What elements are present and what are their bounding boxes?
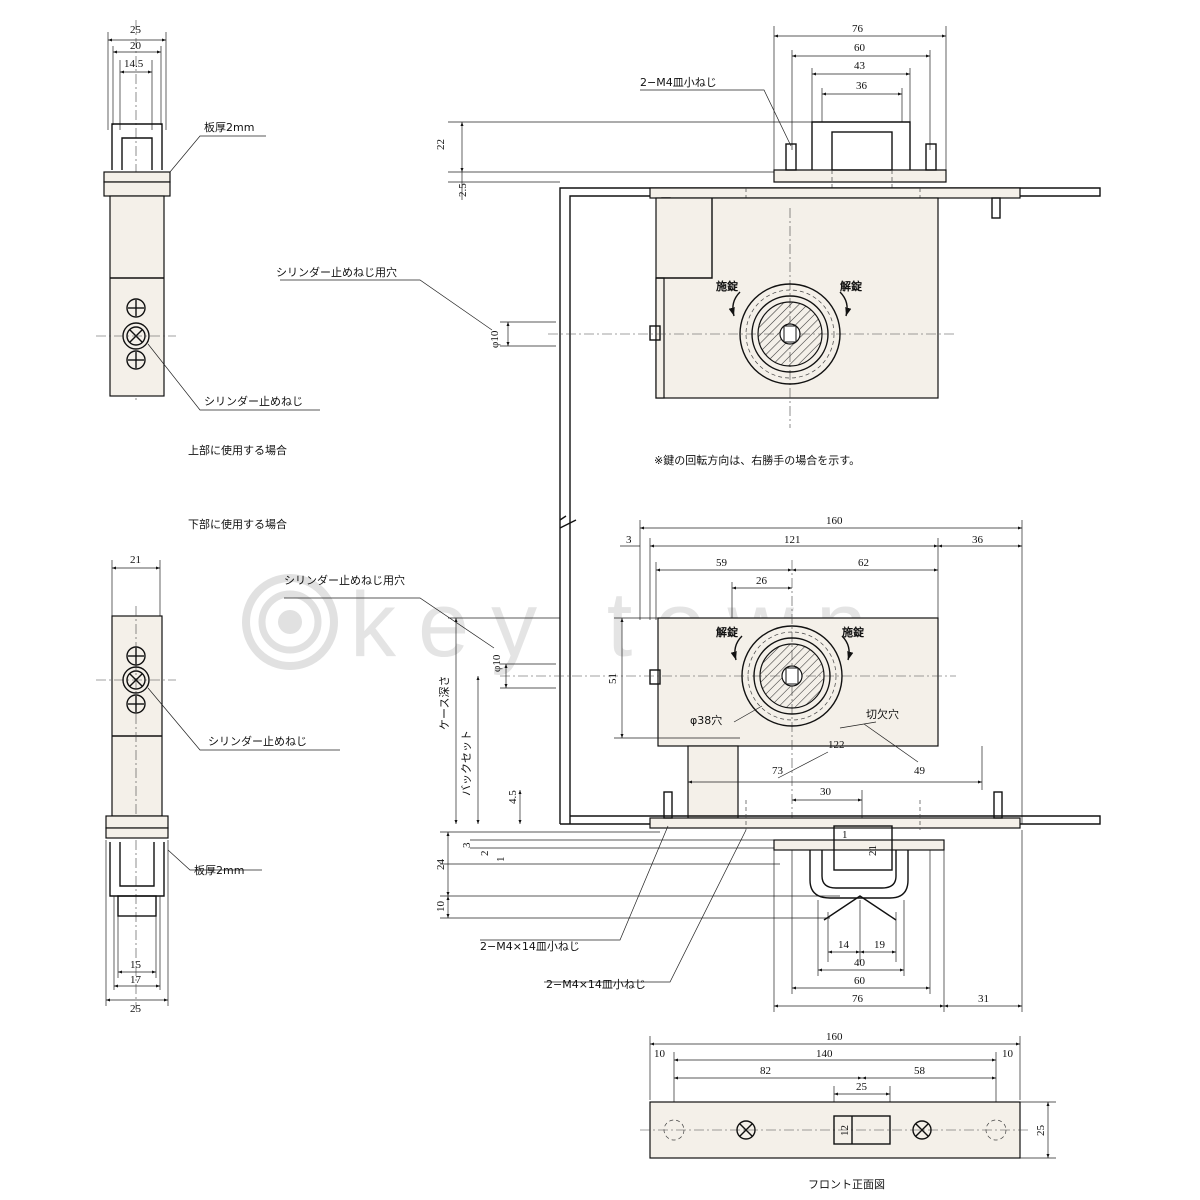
dim-1-vert: 1 — [495, 857, 507, 863]
label-cylinder-screw-bottom: シリンダー止めねじ — [208, 734, 307, 748]
label-cyl-screw-hole-bottom: シリンダー止めねじ用穴 — [284, 573, 405, 587]
dim-4-5: 4.5 — [507, 790, 519, 804]
label-unlock-bottom: 解錠 — [716, 625, 739, 639]
dim-121: 121 — [784, 534, 801, 546]
label-cyl-screw-hole-top: シリンダー止めねじ用穴 — [276, 265, 397, 279]
dim-43-top: 43 — [854, 60, 866, 72]
dim-front-140: 140 — [816, 1048, 833, 1060]
dim-49: 49 — [914, 765, 926, 777]
dim-26: 26 — [756, 575, 768, 587]
bottom-left-side-view: 21 15 17 25 シリンダー止めねじ 板厚2mm 下部に使用する場合 — [96, 517, 340, 1015]
dim-60-top: 60 — [854, 42, 866, 54]
dim-76-bottom: 76 — [852, 993, 864, 1005]
top-right-main-view: 76 60 43 36 22 2.5 2−M4皿小ねじ — [276, 23, 1101, 824]
dim-76-top: 76 — [852, 23, 864, 35]
dim-phi10-top: φ10 — [489, 330, 501, 348]
dim-31: 31 — [978, 993, 989, 1005]
dim-14: 14 — [838, 939, 850, 951]
label-plate-thickness-bottom: 板厚2mm — [194, 863, 244, 877]
dim-73: 73 — [772, 765, 784, 777]
dim-3-vert: 3 — [461, 842, 473, 848]
label-case-depth: ケース深さ — [438, 676, 451, 730]
label-lock-bottom: 施錠 — [842, 625, 865, 639]
dim-19: 19 — [874, 939, 886, 951]
dim-62: 62 — [858, 557, 869, 569]
label-note-rotation: ※鍵の回転方向は、右勝手の場合を示す。 — [654, 453, 860, 467]
dim-phi10-bottom: φ10 — [491, 654, 503, 672]
dim-36-bottom: 36 — [972, 534, 984, 546]
dim-front-10b: 10 — [1002, 1048, 1014, 1060]
dim-40: 40 — [854, 957, 866, 969]
dim-21-strike: 21 — [867, 845, 879, 856]
dim-bottom-left-21: 21 — [130, 554, 141, 566]
dim-24: 24 — [435, 859, 447, 871]
dim-front-82: 82 — [760, 1065, 771, 1077]
label-front-view: フロント正面図 — [808, 1178, 885, 1191]
dim-10: 10 — [435, 901, 447, 913]
label-plate-thickness-top: 板厚2mm — [204, 120, 254, 134]
dim-front-12: 12 — [839, 1125, 851, 1136]
label-m4x14-screw-1: 2−M4×14皿小ねじ — [480, 940, 580, 953]
label-use-upper: 上部に使用する場合 — [188, 443, 287, 457]
label-use-lower: 下部に使用する場合 — [188, 517, 287, 531]
dim-bottom-left-15: 15 — [130, 959, 142, 971]
top-left-side-view: 25 20 14.5 板厚2mm シリンダー止めねじ 上部に使用する場合 — [96, 20, 320, 457]
watermark-logo-icon — [242, 574, 338, 670]
dim-front-58: 58 — [914, 1065, 926, 1077]
dim-2-5: 2.5 — [457, 183, 469, 197]
dim-top-left-14-5: 14.5 — [124, 58, 144, 70]
dim-160-bottom: 160 — [826, 515, 843, 527]
cylinder-bottom-icon — [741, 625, 843, 727]
cylinder-top-icon — [739, 283, 841, 385]
label-cutout-hole: 切欠穴 — [866, 707, 899, 721]
dim-bottom-left-25: 25 — [130, 1003, 142, 1015]
bottom-right-main-view: 160 3 121 36 59 62 26 解錠 施 — [284, 515, 1101, 1012]
label-m4x14-screw-2: 2−M4×14皿小ねじ — [546, 978, 646, 991]
dim-60-bottom: 60 — [854, 975, 866, 987]
front-screw-holes-icon — [663, 1119, 1007, 1141]
dim-front-25w: 25 — [856, 1081, 868, 1093]
dim-59: 59 — [716, 557, 728, 569]
label-m4-flat-screw: 2−M4皿小ねじ — [640, 76, 717, 89]
label-lock-top: 施錠 — [716, 279, 739, 293]
cylinder-screw-bottom-icon — [122, 646, 150, 714]
dim-122: 122 — [828, 739, 845, 751]
dim-30: 30 — [820, 786, 832, 798]
dim-front-10a: 10 — [654, 1048, 666, 1060]
dim-1-strike: 1 — [842, 829, 848, 841]
dim-2-vert: 2 — [479, 851, 491, 857]
front-view: 160 10 140 10 82 58 25 12 25 フロント正面図 — [640, 1031, 1056, 1191]
dim-22: 22 — [435, 139, 447, 150]
dim-front-160: 160 — [826, 1031, 843, 1043]
dim-51: 51 — [607, 673, 619, 684]
dim-front-25h: 25 — [1035, 1125, 1047, 1137]
label-unlock-top: 解錠 — [840, 279, 863, 293]
label-hole-38: φ38穴 — [690, 713, 722, 727]
dim-bottom-left-17: 17 — [130, 974, 142, 986]
dim-36-top: 36 — [856, 80, 868, 92]
dim-3: 3 — [626, 534, 632, 546]
label-cylinder-screw-top: シリンダー止めねじ — [204, 394, 303, 408]
label-backset: バックセット — [460, 730, 473, 796]
